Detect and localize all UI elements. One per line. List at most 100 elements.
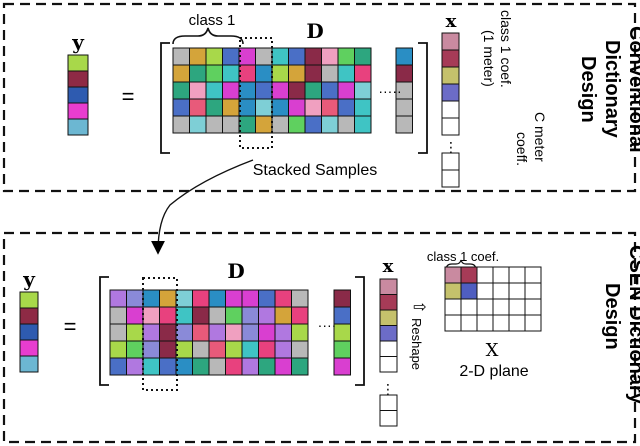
- top-matrix-cell: [189, 115, 207, 134]
- plane-cell: [460, 298, 478, 316]
- top-y-vector-cell: [67, 86, 89, 104]
- bottom-y-label: y: [22, 267, 36, 291]
- top-matrix-cell: [205, 81, 223, 100]
- plane-cell: [476, 282, 494, 300]
- top-x-tail-cell: [441, 169, 460, 188]
- top-matrix-cell: [337, 64, 355, 83]
- top-matrix-cell: [271, 64, 289, 83]
- bottom-matrix-cell: [258, 357, 276, 376]
- bottom-x-class-cell: [379, 294, 398, 311]
- top-matrix-cell: [288, 64, 306, 83]
- top-x-class-cell: [441, 49, 460, 68]
- top-matrix-cell: [172, 64, 190, 83]
- bottom-matrix-cell: [274, 357, 292, 376]
- top-class-coef-annotation: class 1 coef. (1 meter): [481, 10, 514, 88]
- top-y-vector: [67, 54, 89, 136]
- top-matrix-cell: [354, 47, 372, 66]
- top-dictionary-label: D: [306, 19, 323, 43]
- top-matrix-last-column-cell: [395, 98, 413, 117]
- top-equals: =: [122, 84, 135, 109]
- top-matrix-cell: [321, 81, 339, 100]
- top-matrix-cell: [222, 64, 240, 83]
- plane-cell: [508, 314, 526, 332]
- bottom-matrix-last-column-cell: [333, 357, 351, 376]
- bottom-x-empty-cell: [379, 340, 398, 357]
- bottom-x-tail-cell: [379, 394, 398, 411]
- top-matrix-cell: [271, 47, 289, 66]
- plane-cell: [444, 298, 462, 316]
- bottom-y-vector-cell: [19, 307, 39, 325]
- top-x-class-cell: [441, 66, 460, 85]
- top-matrix-cell: [255, 81, 273, 100]
- bottom-y-vector-cell: [19, 323, 39, 341]
- top-dictionary-right-bracket: [418, 42, 428, 154]
- plane-cell: [444, 314, 462, 332]
- plane-X-label: X: [486, 340, 499, 361]
- top-x-class-cell: [441, 32, 460, 51]
- bottom-y-vector-cell: [19, 291, 39, 309]
- top-y-vector-cell: [67, 118, 89, 136]
- bottom-x-label: x: [383, 256, 394, 277]
- transition-arrow: [151, 159, 254, 255]
- bottom-dictionary-matrix: [109, 289, 351, 376]
- bottom-title-line2: Design: [601, 283, 623, 350]
- top-matrix-cell: [189, 81, 207, 100]
- bottom-matrix-cell: [126, 306, 144, 325]
- top-matrix-cell: [288, 98, 306, 117]
- top-matrix-cell: [304, 81, 322, 100]
- bottom-matrix-cell: [291, 357, 309, 376]
- bottom-matrix-cell: [258, 340, 276, 359]
- top-title: Conventional Dictionary Design: [577, 26, 640, 153]
- bottom-x-tail-cell: [379, 410, 398, 427]
- bottom-x-class-cell: [379, 309, 398, 326]
- bottom-matrix-cell: [142, 340, 160, 359]
- top-matrix-cell: [337, 47, 355, 66]
- bottom-matrix-cell: [109, 289, 127, 308]
- plane-cell: [492, 282, 510, 300]
- bottom-matrix-cell: [142, 306, 160, 325]
- top-x-vector: [441, 32, 460, 188]
- bottom-matrix-cell: [192, 323, 210, 342]
- bottom-matrix-cell: [241, 340, 259, 359]
- top-class-brace: [172, 27, 244, 45]
- bottom-panel-border: [2, 231, 637, 444]
- plane-cell: [508, 266, 526, 284]
- top-matrix-cell: [321, 64, 339, 83]
- plane-cell: [492, 266, 510, 284]
- top-class-coef-label-line2: (1 meter): [481, 30, 497, 87]
- bottom-y-vector-cell: [19, 355, 39, 373]
- bottom-matrix-cell: [291, 289, 309, 308]
- reshape-arrow: ⇨: [413, 299, 426, 316]
- top-title-line2: Dictionary: [601, 40, 623, 139]
- bottom-matrix-cell: [274, 306, 292, 325]
- top-matrix-cell: [205, 115, 223, 134]
- top-c-meter-annotation: C meter coeff.: [514, 112, 548, 166]
- top-matrix-cell: [255, 64, 273, 83]
- bottom-matrix-cell: [225, 340, 243, 359]
- bottom-matrix-cell: [274, 340, 292, 359]
- top-x-empty-cell: [441, 100, 460, 119]
- bottom-title-line1: CSEN Dictionary: [625, 245, 640, 405]
- plane-cell: [492, 314, 510, 332]
- plane-cell: [476, 314, 494, 332]
- top-matrix-last-column-cell: [395, 64, 413, 83]
- bottom-matrix-cell: [109, 357, 127, 376]
- bottom-matrix-cell: [258, 289, 276, 308]
- plane-cell: [508, 282, 526, 300]
- top-matrix-cell: [354, 115, 372, 134]
- top-matrix-cell: [271, 98, 289, 117]
- top-matrix-cell: [304, 47, 322, 66]
- reshape-label: Reshape: [409, 318, 424, 370]
- top-title-line1: Conventional: [625, 26, 640, 153]
- top-matrix-cell: [304, 64, 322, 83]
- top-matrix-cell: [238, 98, 256, 117]
- top-x-label: x: [446, 11, 457, 32]
- top-matrix-cell: [255, 115, 273, 134]
- top-x-class-cell: [441, 83, 460, 102]
- bottom-matrix-cell: [291, 306, 309, 325]
- top-y-label: y: [71, 30, 85, 54]
- top-matrix-cell: [238, 81, 256, 100]
- bottom-matrix-cell: [175, 357, 193, 376]
- top-matrix-cell: [321, 115, 339, 134]
- bottom-equals: =: [64, 314, 77, 339]
